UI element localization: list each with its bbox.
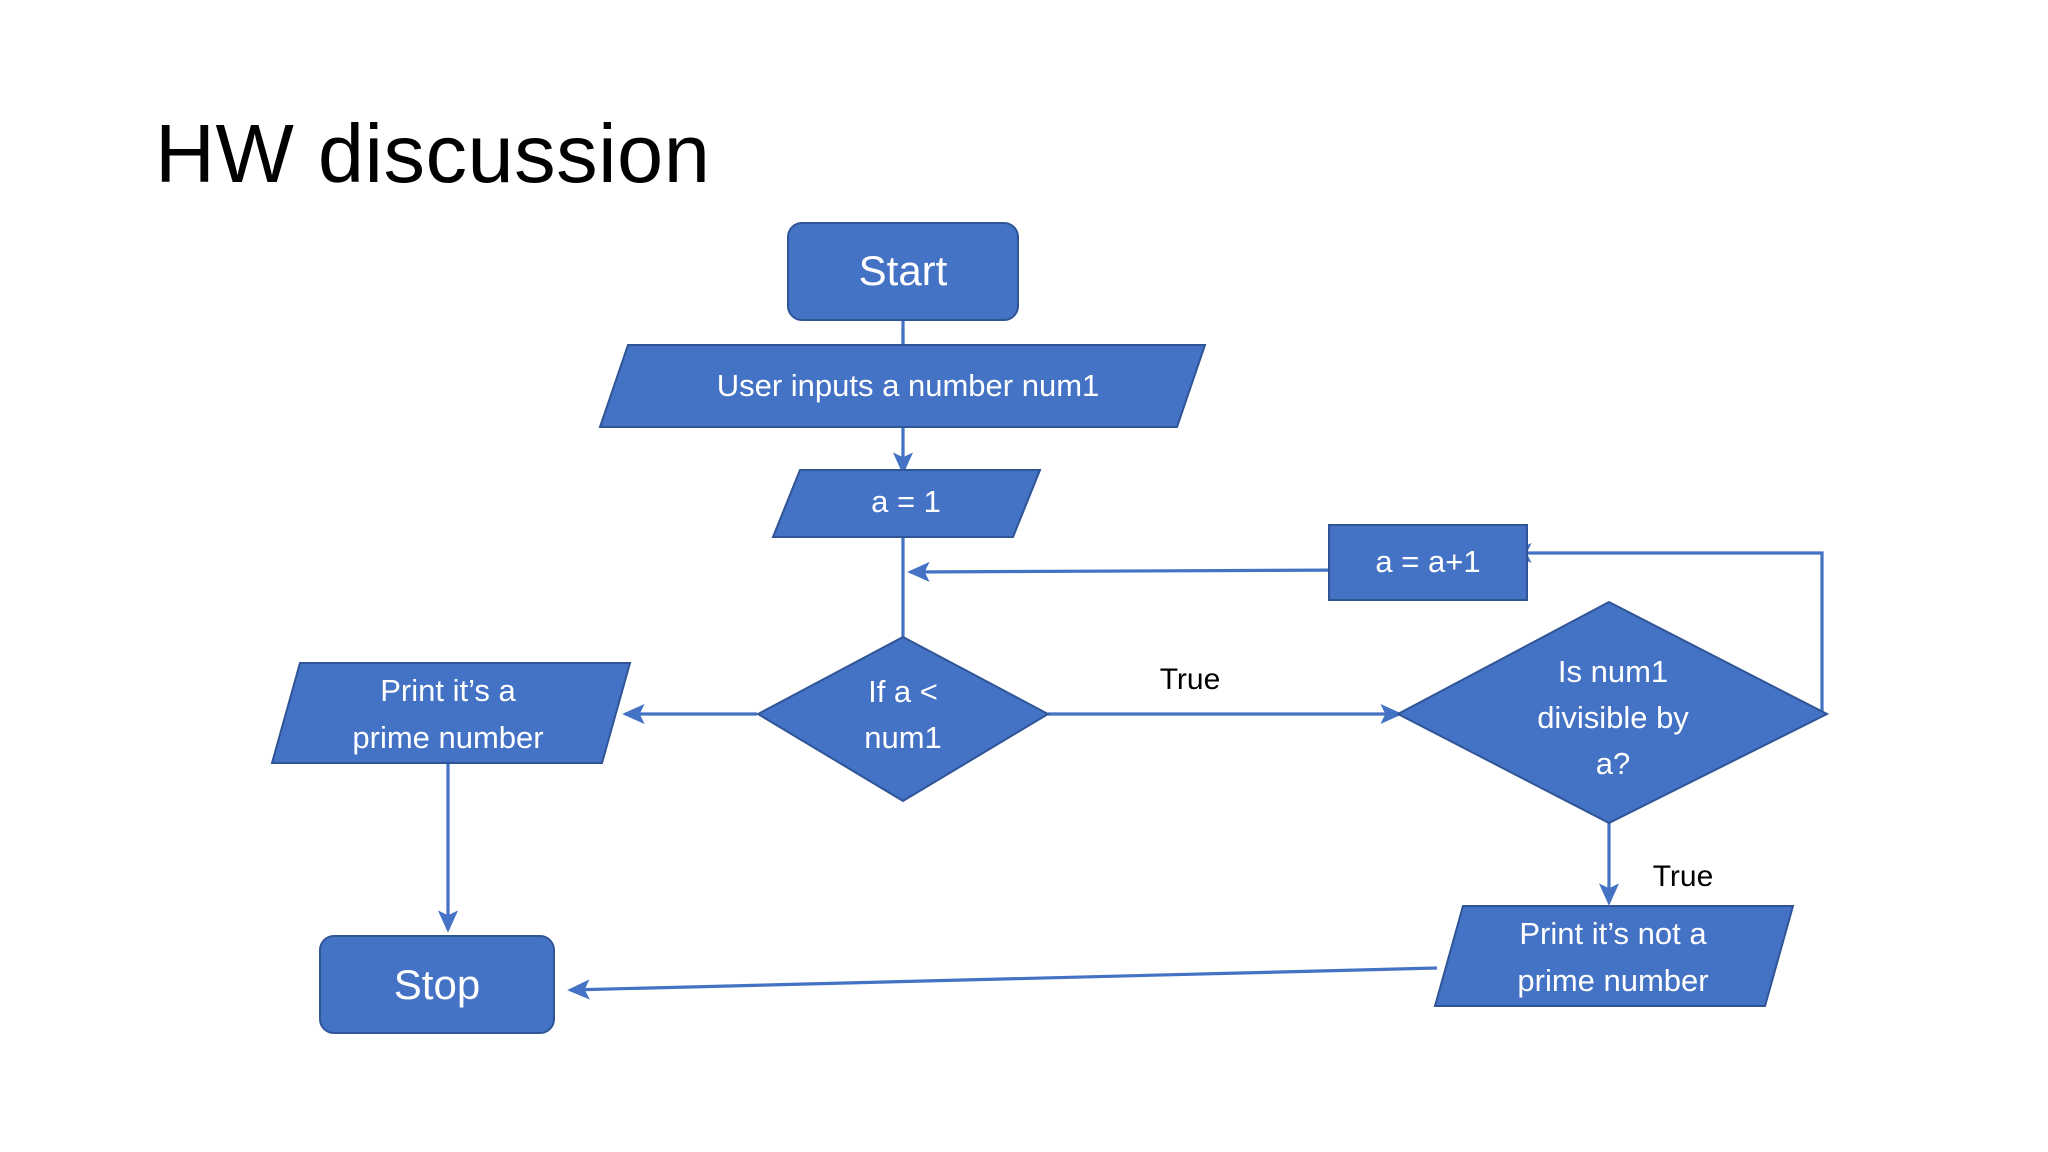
edge-label-true-2: True bbox=[1653, 860, 1714, 893]
node-start-shape[interactable] bbox=[787, 222, 1019, 321]
node-print-not-prime-shape[interactable] bbox=[1433, 905, 1795, 1007]
node-increment-a-label: a = a+1 bbox=[1375, 544, 1480, 579]
node-init-a[interactable]: a = 1 bbox=[771, 469, 1042, 538]
edge-increment-to-loop-check bbox=[907, 561, 1354, 582]
node-loop-condition-label-line1: If a < bbox=[868, 674, 938, 709]
node-loop-condition-label-line2: num1 bbox=[864, 720, 942, 755]
node-print-prime-shape[interactable] bbox=[270, 662, 632, 764]
node-print-prime[interactable]: Print it’s a prime number bbox=[270, 662, 632, 764]
node-divisible-condition[interactable]: Is num1 divisible by a? bbox=[1395, 600, 1830, 825]
node-stop-shape[interactable] bbox=[319, 935, 555, 1034]
page-title: HW discussion bbox=[155, 107, 711, 200]
node-stop-label: Stop bbox=[394, 961, 480, 1008]
node-init-a-shape[interactable] bbox=[771, 469, 1042, 538]
node-increment-a-shape[interactable] bbox=[1328, 524, 1528, 601]
node-print-prime-label-line1: Print it’s a bbox=[380, 673, 516, 708]
node-loop-condition[interactable]: If a < num1 bbox=[755, 635, 1051, 803]
edge-divisible-to-increment bbox=[1509, 542, 1824, 714]
edge-print-not-to-stop bbox=[567, 966, 1438, 1000]
node-stop[interactable]: Stop bbox=[319, 935, 555, 1034]
node-print-prime-label-line2: prime number bbox=[352, 720, 543, 755]
node-divisible-condition-label-line2: divisible by bbox=[1537, 700, 1689, 735]
node-print-not-prime[interactable]: Print it’s not a prime number bbox=[1433, 905, 1795, 1007]
node-divisible-condition-label-line1: Is num1 bbox=[1558, 654, 1668, 689]
node-user-input[interactable]: User inputs a number num1 bbox=[598, 344, 1207, 428]
node-user-input-shape[interactable] bbox=[598, 344, 1207, 428]
node-start[interactable]: Start bbox=[787, 222, 1019, 321]
edge-label-true-1: True bbox=[1160, 663, 1221, 696]
node-divisible-condition-label-line3: a? bbox=[1596, 746, 1630, 781]
node-print-not-prime-label-line2: prime number bbox=[1517, 963, 1708, 998]
node-divisible-condition-shape[interactable] bbox=[1395, 600, 1830, 825]
node-loop-condition-shape[interactable] bbox=[755, 635, 1051, 803]
node-init-a-label: a = 1 bbox=[871, 484, 941, 519]
node-print-not-prime-label-line1: Print it’s not a bbox=[1519, 916, 1707, 951]
node-user-input-label: User inputs a number num1 bbox=[717, 368, 1100, 403]
node-increment-a[interactable]: a = a+1 bbox=[1328, 524, 1528, 601]
node-start-label: Start bbox=[859, 247, 948, 294]
